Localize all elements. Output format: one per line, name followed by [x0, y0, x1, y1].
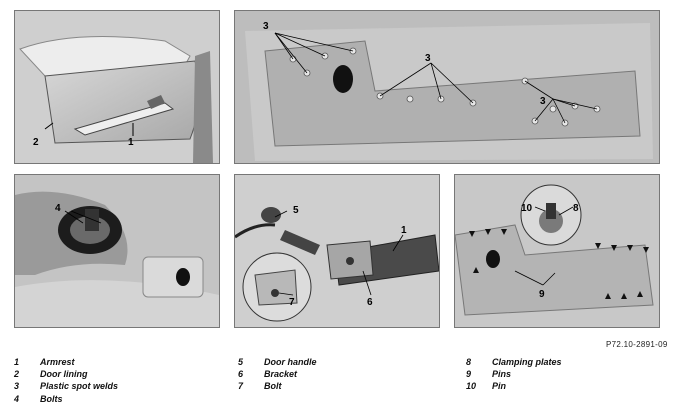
- callout-10: 10: [521, 203, 533, 214]
- callout-7: 7: [289, 297, 295, 308]
- door-handle-illustration: 5 1 7 6: [235, 175, 439, 327]
- panel-pins: 10 8 9: [454, 174, 660, 328]
- callout-3b: 3: [425, 53, 431, 64]
- figure-code: P72.10-2891-09: [606, 340, 668, 349]
- panel-door-armrest: 1 2: [14, 10, 220, 164]
- callout-3c: 3: [540, 96, 546, 107]
- callout-1: 1: [128, 137, 134, 148]
- callout-4: 4: [55, 203, 61, 214]
- callout-9: 9: [539, 289, 545, 300]
- door-inner-panel-illustration: 3 3 3: [235, 11, 659, 163]
- door-illustration: 1 2: [15, 11, 219, 163]
- panel-door-handle: 5 1 7 6: [234, 174, 440, 328]
- panel-spot-welds: 3 3 3: [234, 10, 660, 164]
- callout-6: 6: [367, 297, 373, 308]
- callout-2: 2: [33, 137, 39, 148]
- callout-3a: 3: [263, 21, 269, 32]
- panel-bolts: 4: [14, 174, 220, 328]
- bolts-illustration: 4: [15, 175, 219, 327]
- pins-illustration: 10 8 9: [455, 175, 659, 327]
- callout-1b: 1: [401, 225, 407, 236]
- callout-8: 8: [573, 203, 579, 214]
- callout-5: 5: [293, 205, 299, 216]
